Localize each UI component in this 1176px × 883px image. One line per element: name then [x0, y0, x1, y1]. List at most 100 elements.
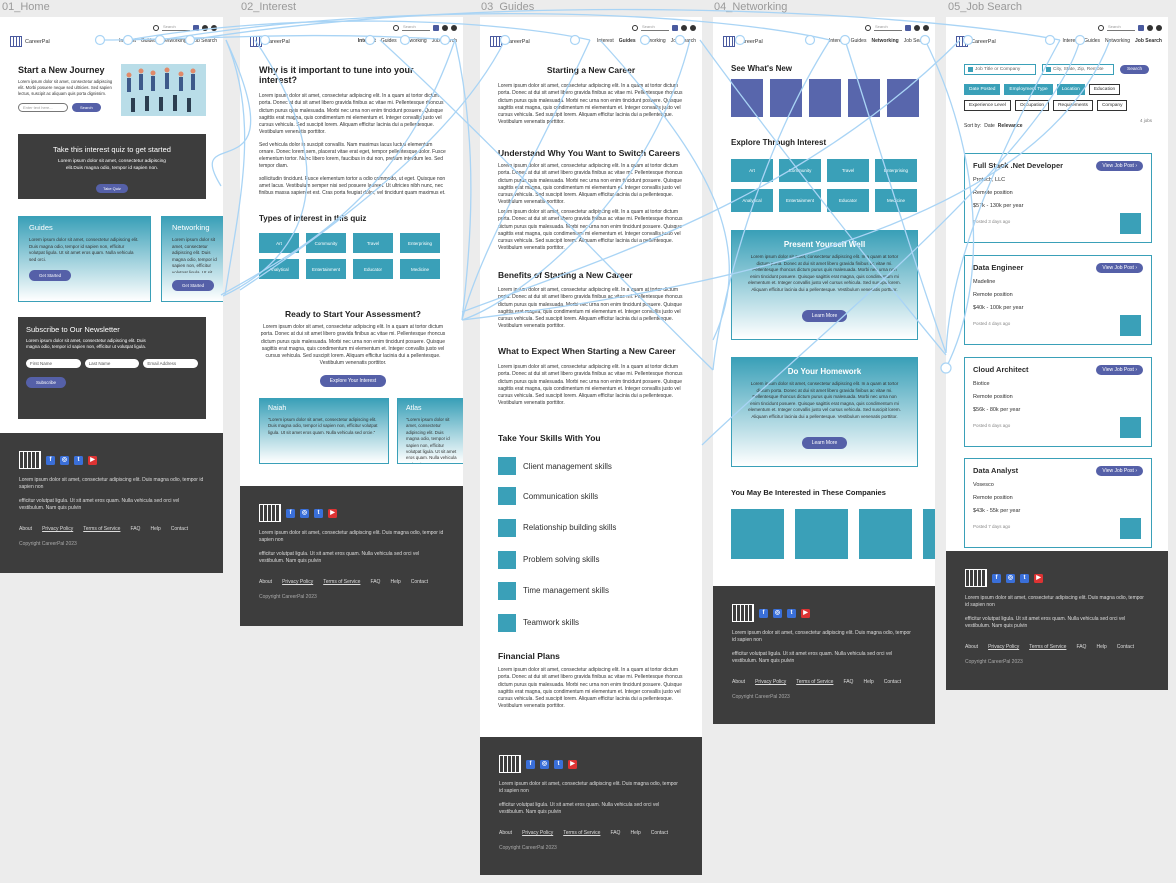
twitter-icon[interactable]: t [1020, 573, 1029, 583]
company-logo[interactable] [859, 509, 912, 559]
type-tile[interactable]: Community [306, 233, 346, 253]
logo[interactable]: CareerPal [723, 36, 763, 47]
footer-link-faq[interactable]: FAQ [610, 830, 621, 836]
first-name-input[interactable]: First Name [26, 358, 81, 368]
news-thumbnail[interactable] [770, 79, 802, 117]
search-input[interactable]: Search [874, 24, 902, 31]
twitter-icon[interactable]: t [314, 508, 323, 518]
instagram-icon[interactable]: ◎ [60, 455, 69, 465]
facebook-icon[interactable]: f [992, 573, 1001, 583]
footer-link-help[interactable]: Help [863, 679, 874, 685]
nav-link-interest[interactable]: Interest [828, 38, 846, 44]
footer-link-help[interactable]: Help [1096, 644, 1107, 650]
footer-link-about[interactable]: About [499, 830, 513, 836]
type-tile[interactable]: Enterprising [400, 233, 440, 253]
nav-link-guides[interactable]: Guides [380, 38, 397, 44]
twitter-icon[interactable]: t [74, 455, 83, 465]
footer-link-contact[interactable]: Contact [170, 526, 188, 532]
facebook-icon[interactable]: f [46, 455, 55, 465]
bell-icon[interactable] [202, 24, 208, 31]
footer-link-help[interactable]: Help [630, 830, 641, 836]
nav-link-networking[interactable]: Networking [1105, 38, 1131, 44]
type-tile[interactable]: Travel [353, 233, 393, 253]
news-thumbnail[interactable] [887, 79, 919, 117]
footer-link-faq[interactable]: FAQ [1076, 644, 1087, 650]
sort-date[interactable]: Date [984, 123, 995, 129]
interest-tile[interactable]: Community [779, 159, 821, 182]
company-logo[interactable] [731, 509, 784, 559]
footer-link-privacy[interactable]: Privacy Policy [282, 579, 314, 585]
youtube-icon[interactable]: ▶ [568, 759, 577, 769]
filter-chip[interactable]: Company [1096, 100, 1128, 111]
view-job-post-button[interactable]: View Job Post › [1096, 466, 1143, 476]
facebook-icon[interactable]: f [286, 508, 295, 518]
last-name-input[interactable]: Last Name [84, 358, 140, 368]
footer-link-terms[interactable]: Terms of Service [796, 679, 834, 685]
view-job-post-button[interactable]: View Job Post › [1096, 263, 1143, 273]
profile-icon[interactable] [690, 24, 696, 31]
nav-link-job-search[interactable]: Job Search [431, 38, 457, 44]
keyword-input[interactable]: Job Title or Company [975, 67, 1021, 72]
nav-link-networking[interactable]: Networking [640, 38, 666, 44]
twitter-icon[interactable]: t [554, 759, 563, 769]
footer-link-about[interactable]: About [259, 579, 273, 585]
footer-link-contact[interactable]: Contact [1116, 644, 1134, 650]
footer-link-terms[interactable]: Terms of Service [563, 830, 601, 836]
nav-link-job-search[interactable]: Job Search [903, 38, 929, 44]
nav-link-interest[interactable]: Interest [1062, 38, 1080, 44]
present-learn-more-button[interactable]: Learn More [801, 310, 848, 322]
take-quiz-button[interactable]: Take Quiz [96, 184, 128, 194]
interest-tile[interactable]: Medicine [875, 189, 917, 212]
footer-link-contact[interactable]: Contact [883, 679, 901, 685]
logo[interactable]: CareerPal [490, 36, 530, 47]
bell-icon[interactable] [1147, 24, 1153, 31]
flag-icon[interactable] [433, 24, 439, 31]
news-thumbnail[interactable] [731, 79, 763, 117]
type-tile[interactable]: Art [259, 233, 299, 253]
search-input[interactable]: Search [162, 24, 190, 31]
footer-link-about[interactable]: About [19, 526, 33, 532]
bell-icon[interactable] [681, 24, 687, 31]
logo[interactable]: CareerPal [10, 36, 50, 47]
youtube-icon[interactable]: ▶ [328, 508, 337, 518]
nav-link-guides[interactable]: Guides [1084, 38, 1101, 44]
interest-tile[interactable]: Travel [827, 159, 869, 182]
company-logo[interactable] [795, 509, 848, 559]
footer-link-terms[interactable]: Terms of Service [1029, 644, 1067, 650]
guides-get-started-button[interactable]: Get Started [29, 270, 71, 282]
search-input[interactable]: Search [1107, 24, 1135, 31]
type-tile[interactable]: Entertainment [306, 259, 346, 279]
nav-link-networking[interactable]: Networking [161, 38, 187, 44]
nav-link-job-search[interactable]: Job Search [1135, 38, 1162, 44]
search-icon[interactable] [865, 24, 871, 31]
search-icon[interactable] [153, 24, 159, 31]
type-tile[interactable]: Educator [353, 259, 393, 279]
view-job-post-button[interactable]: View Job Post › [1096, 365, 1143, 375]
footer-link-about[interactable]: About [732, 679, 746, 685]
nav-link-networking[interactable]: Networking [871, 38, 899, 44]
footer-link-terms[interactable]: Terms of Service [323, 579, 361, 585]
profile-icon[interactable] [1156, 24, 1162, 31]
filter-chip[interactable]: Location [1056, 84, 1085, 95]
footer-link-about[interactable]: About [965, 644, 979, 650]
filter-chip[interactable]: Experience Level [964, 100, 1011, 111]
footer-link-faq[interactable]: FAQ [370, 579, 381, 585]
job-search-button[interactable]: Search [1120, 65, 1150, 74]
nav-link-job-search[interactable]: Job Search [191, 38, 217, 44]
filter-chip[interactable]: Education [1088, 84, 1121, 95]
bell-icon[interactable] [914, 24, 920, 31]
networking-get-started-button[interactable]: Get Started [172, 280, 214, 291]
profile-icon[interactable] [211, 24, 217, 31]
company-logo[interactable] [923, 509, 935, 559]
youtube-icon[interactable]: ▶ [1034, 573, 1043, 583]
bell-icon[interactable] [442, 24, 448, 31]
footer-link-contact[interactable]: Contact [410, 579, 428, 585]
profile-icon[interactable] [451, 24, 457, 31]
filter-chip[interactable]: Occupation [1014, 100, 1050, 111]
flag-icon[interactable] [193, 24, 199, 31]
footer-link-faq[interactable]: FAQ [843, 679, 854, 685]
footer-link-terms[interactable]: Terms of Service [83, 526, 121, 532]
youtube-icon[interactable]: ▶ [801, 608, 810, 618]
footer-link-help[interactable]: Help [150, 526, 161, 532]
